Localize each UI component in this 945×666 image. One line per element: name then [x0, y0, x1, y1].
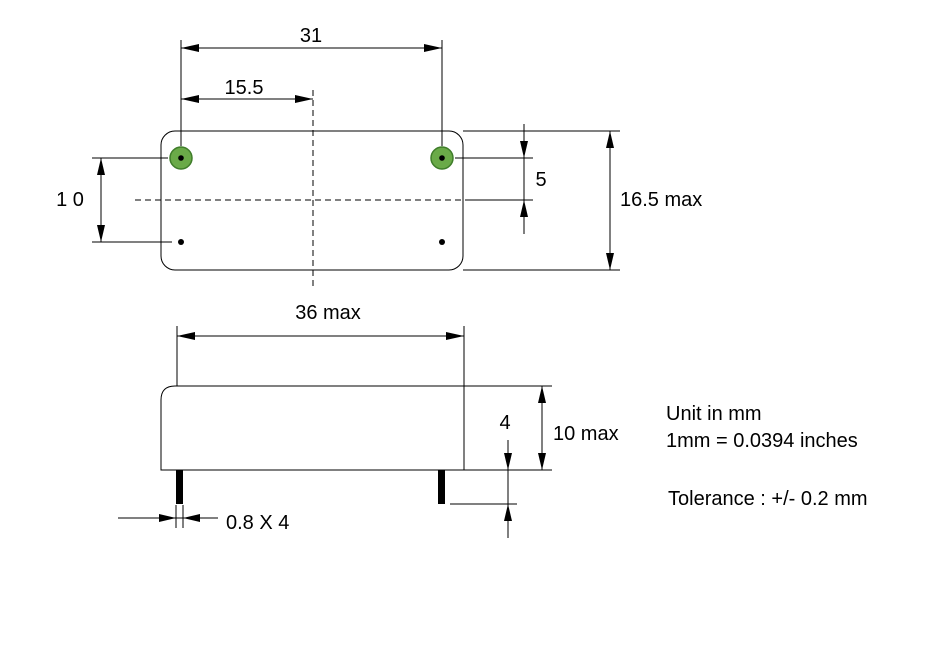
pin-lower-right — [439, 239, 445, 245]
arrow-36-right — [446, 332, 464, 340]
arrow-31-left — [181, 44, 199, 52]
pin-hole-right — [439, 155, 445, 161]
pin-hole-left — [178, 155, 184, 161]
arrow-0-8-left — [159, 514, 176, 522]
dim-label-16-5-max: 16.5 max — [620, 189, 702, 211]
pin-lower-left — [178, 239, 184, 245]
note-conversion: 1mm = 0.0394 inches — [666, 430, 858, 452]
arrow-5-top — [520, 141, 528, 158]
arrow-16-5-top — [606, 131, 614, 148]
top-view: 31 15.5 1 0 5 16.5 max — [56, 25, 702, 290]
arrow-10-max-top — [538, 386, 546, 403]
arrow-15-5-left — [181, 95, 199, 103]
pin-leg-right — [438, 470, 445, 504]
dim-label-5: 5 — [535, 169, 546, 191]
dim-label-4: 4 — [499, 412, 510, 434]
dim-label-10: 1 0 — [56, 189, 84, 211]
notes: Unit in mm 1mm = 0.0394 inches Tolerance… — [666, 403, 868, 510]
dim-label-31: 31 — [300, 25, 322, 47]
arrow-4-bottom — [504, 504, 512, 521]
arrow-5-bottom — [520, 200, 528, 217]
side-view: 36 max 10 max 4 0.8 X 4 — [118, 302, 619, 538]
arrow-31-right — [424, 44, 442, 52]
dim-label-10-max: 10 max — [553, 423, 619, 445]
arrow-10-max-bottom — [538, 453, 546, 470]
dim-label-15-5: 15.5 — [225, 77, 264, 99]
arrow-36-left — [177, 332, 195, 340]
note-tolerance: Tolerance : +/- 0.2 mm — [668, 488, 868, 510]
pin-leg-left — [176, 470, 183, 504]
side-view-outline — [160, 385, 465, 471]
arrow-0-8-right — [183, 514, 200, 522]
arrow-10-bottom — [97, 225, 105, 242]
note-unit: Unit in mm — [666, 403, 762, 425]
dim-label-0-8-x-4: 0.8 X 4 — [226, 512, 289, 534]
arrow-10-top — [97, 158, 105, 175]
arrow-16-5-bottom — [606, 253, 614, 270]
arrow-15-5-right — [295, 95, 313, 103]
arrow-4-top — [504, 453, 512, 470]
dim-label-36-max: 36 max — [295, 302, 361, 324]
